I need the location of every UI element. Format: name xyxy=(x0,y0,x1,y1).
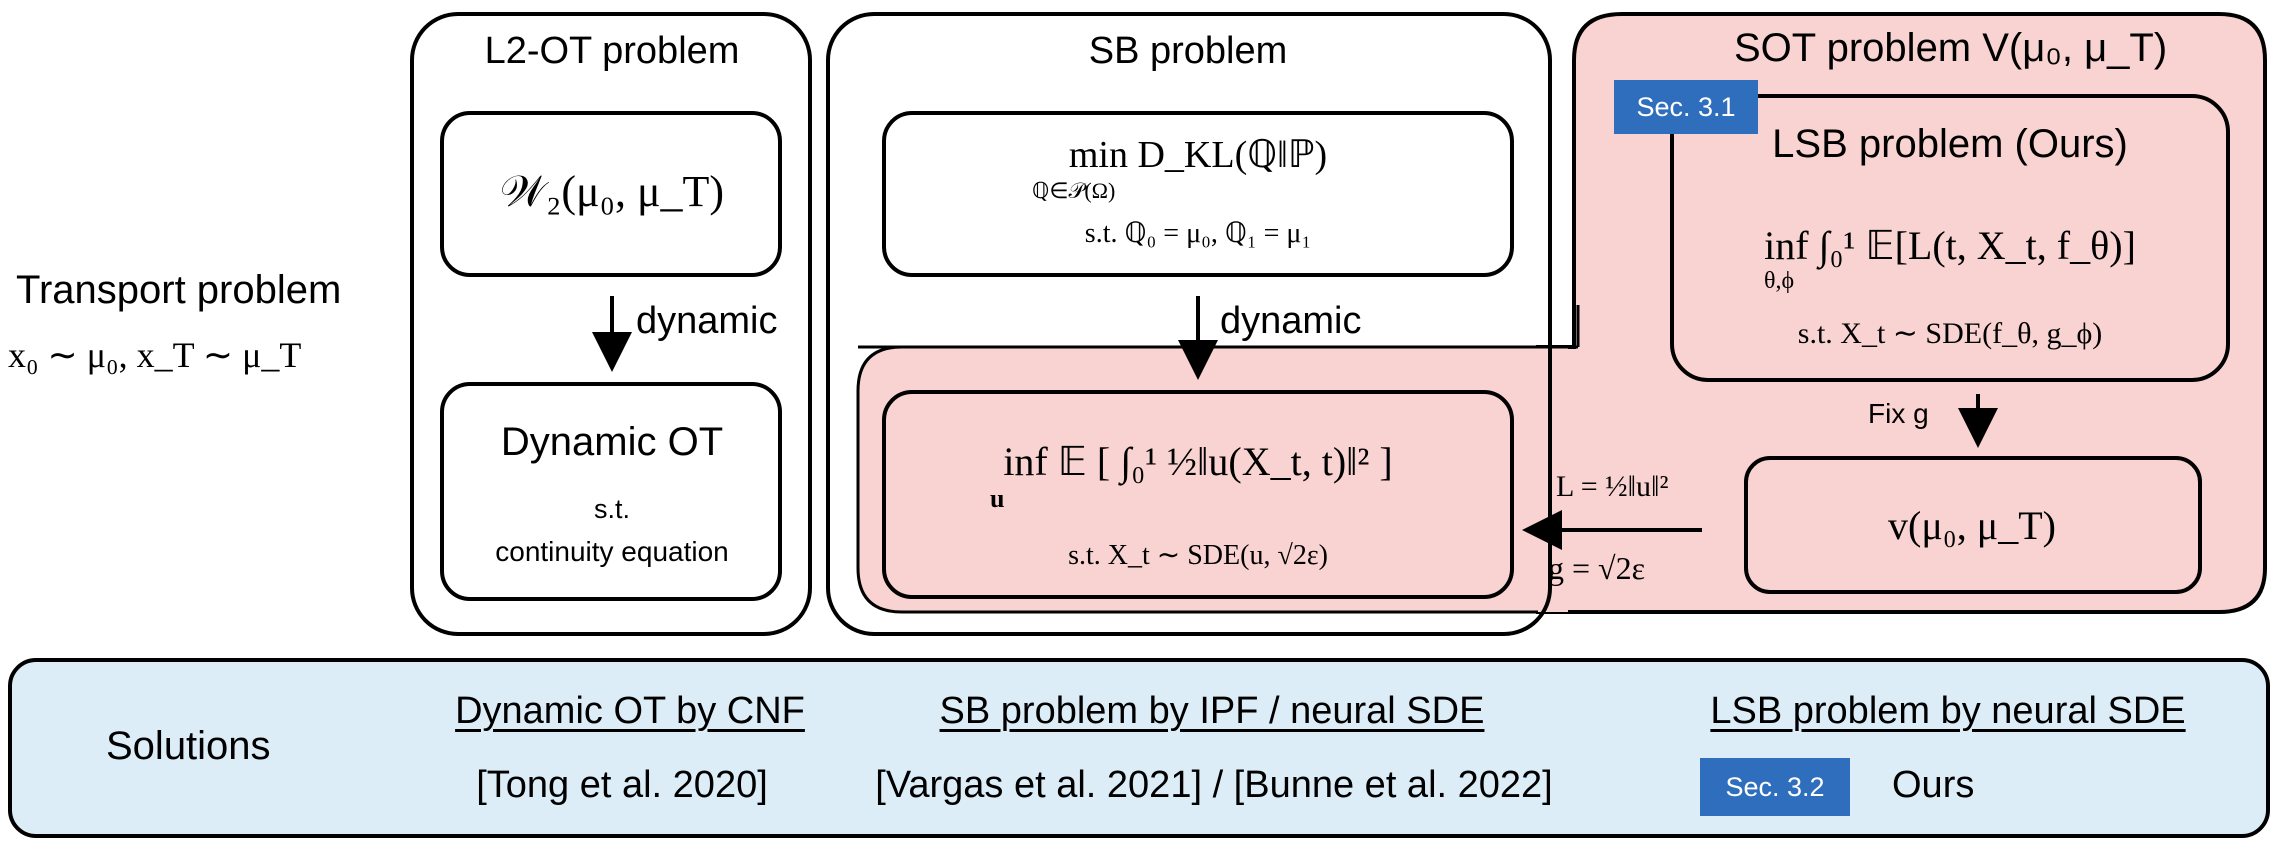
transport-formula: x₀ ∼ μ₀, x_T ∼ μ_T xyxy=(8,335,302,375)
solution-2-title: SB problem by IPF / neural SDE xyxy=(939,690,1485,732)
sb-inf-line: inf 𝔼 [ ∫₀¹ ½‖u(X_t, t)‖² ] xyxy=(1003,439,1393,484)
sb-title: SB problem xyxy=(1088,30,1288,72)
lsb-constraint: s.t. X_t ∼ SDE(f_θ, g_ϕ) xyxy=(1797,317,2103,350)
dynamic-ot-st: s.t. xyxy=(593,494,631,524)
sb-arrow-label: dynamic xyxy=(1220,300,1362,342)
solution-1-ref: [Tong et al. 2020] xyxy=(476,764,768,806)
sb-inf-constraint: s.t. X_t ∼ SDE(u, √2ε) xyxy=(1068,540,1328,571)
solutions-label: Solutions xyxy=(106,724,271,768)
transport-title: Transport problem xyxy=(16,268,342,312)
v-formula: v(μ₀, μ_T) xyxy=(1888,503,2056,548)
lsb-box xyxy=(1670,94,2230,382)
w2-formula: 𝒲₂(μ₀, μ_T) xyxy=(499,167,725,216)
solution-3-ref: Ours xyxy=(1892,764,1975,806)
sot-title: SOT problem V(μ₀, μ_T) xyxy=(1734,26,2168,70)
l2ot-arrow-label: dynamic xyxy=(636,300,778,342)
l2ot-title: L2-OT problem xyxy=(484,30,740,72)
lsb-sub: θ,ϕ xyxy=(1764,268,1795,294)
l-formula: L = ½‖u‖² xyxy=(1556,470,1669,503)
solution-3-title: LSB problem by neural SDE xyxy=(1710,690,2186,732)
sb-constraint: s.t. ℚ₀ = μ₀, ℚ₁ = μ₁ xyxy=(1084,218,1312,249)
sec-3-2-tag: Sec. 3.2 xyxy=(1700,758,1850,816)
sb-min-sub: ℚ∈𝒫(Ω) xyxy=(1032,178,1116,203)
l2ot-box xyxy=(410,12,812,636)
dynamic-ot-constraint: continuity equation xyxy=(495,536,729,567)
dynamic-ot-box xyxy=(440,382,782,601)
lsb-title: LSB problem (Ours) xyxy=(1772,122,2128,166)
sb-kl-box xyxy=(882,111,1514,277)
sec-3-1-tag: Sec. 3.1 xyxy=(1614,80,1758,134)
sb-inf-box xyxy=(882,390,1514,599)
fix-g-label: Fix g xyxy=(1868,398,1929,429)
solution-2-ref: [Vargas et al. 2021] / [Bunne et al. 202… xyxy=(875,764,1553,806)
sb-box xyxy=(826,12,1552,636)
sb-min-line: min D_KL(ℚ‖ℙ) xyxy=(1068,134,1328,176)
g-formula: g = √2ε xyxy=(1548,550,1646,586)
solution-1-title: Dynamic OT by CNF xyxy=(455,690,805,732)
w2-box xyxy=(440,111,782,277)
lsb-line: inf ∫₀¹ 𝔼[L(t, X_t, f_θ)] xyxy=(1764,223,2136,268)
dynamic-ot-title: Dynamic OT xyxy=(500,420,724,464)
sb-inf-sub: u xyxy=(990,484,1005,513)
solutions-panel xyxy=(8,658,2270,838)
v-box xyxy=(1744,456,2202,594)
